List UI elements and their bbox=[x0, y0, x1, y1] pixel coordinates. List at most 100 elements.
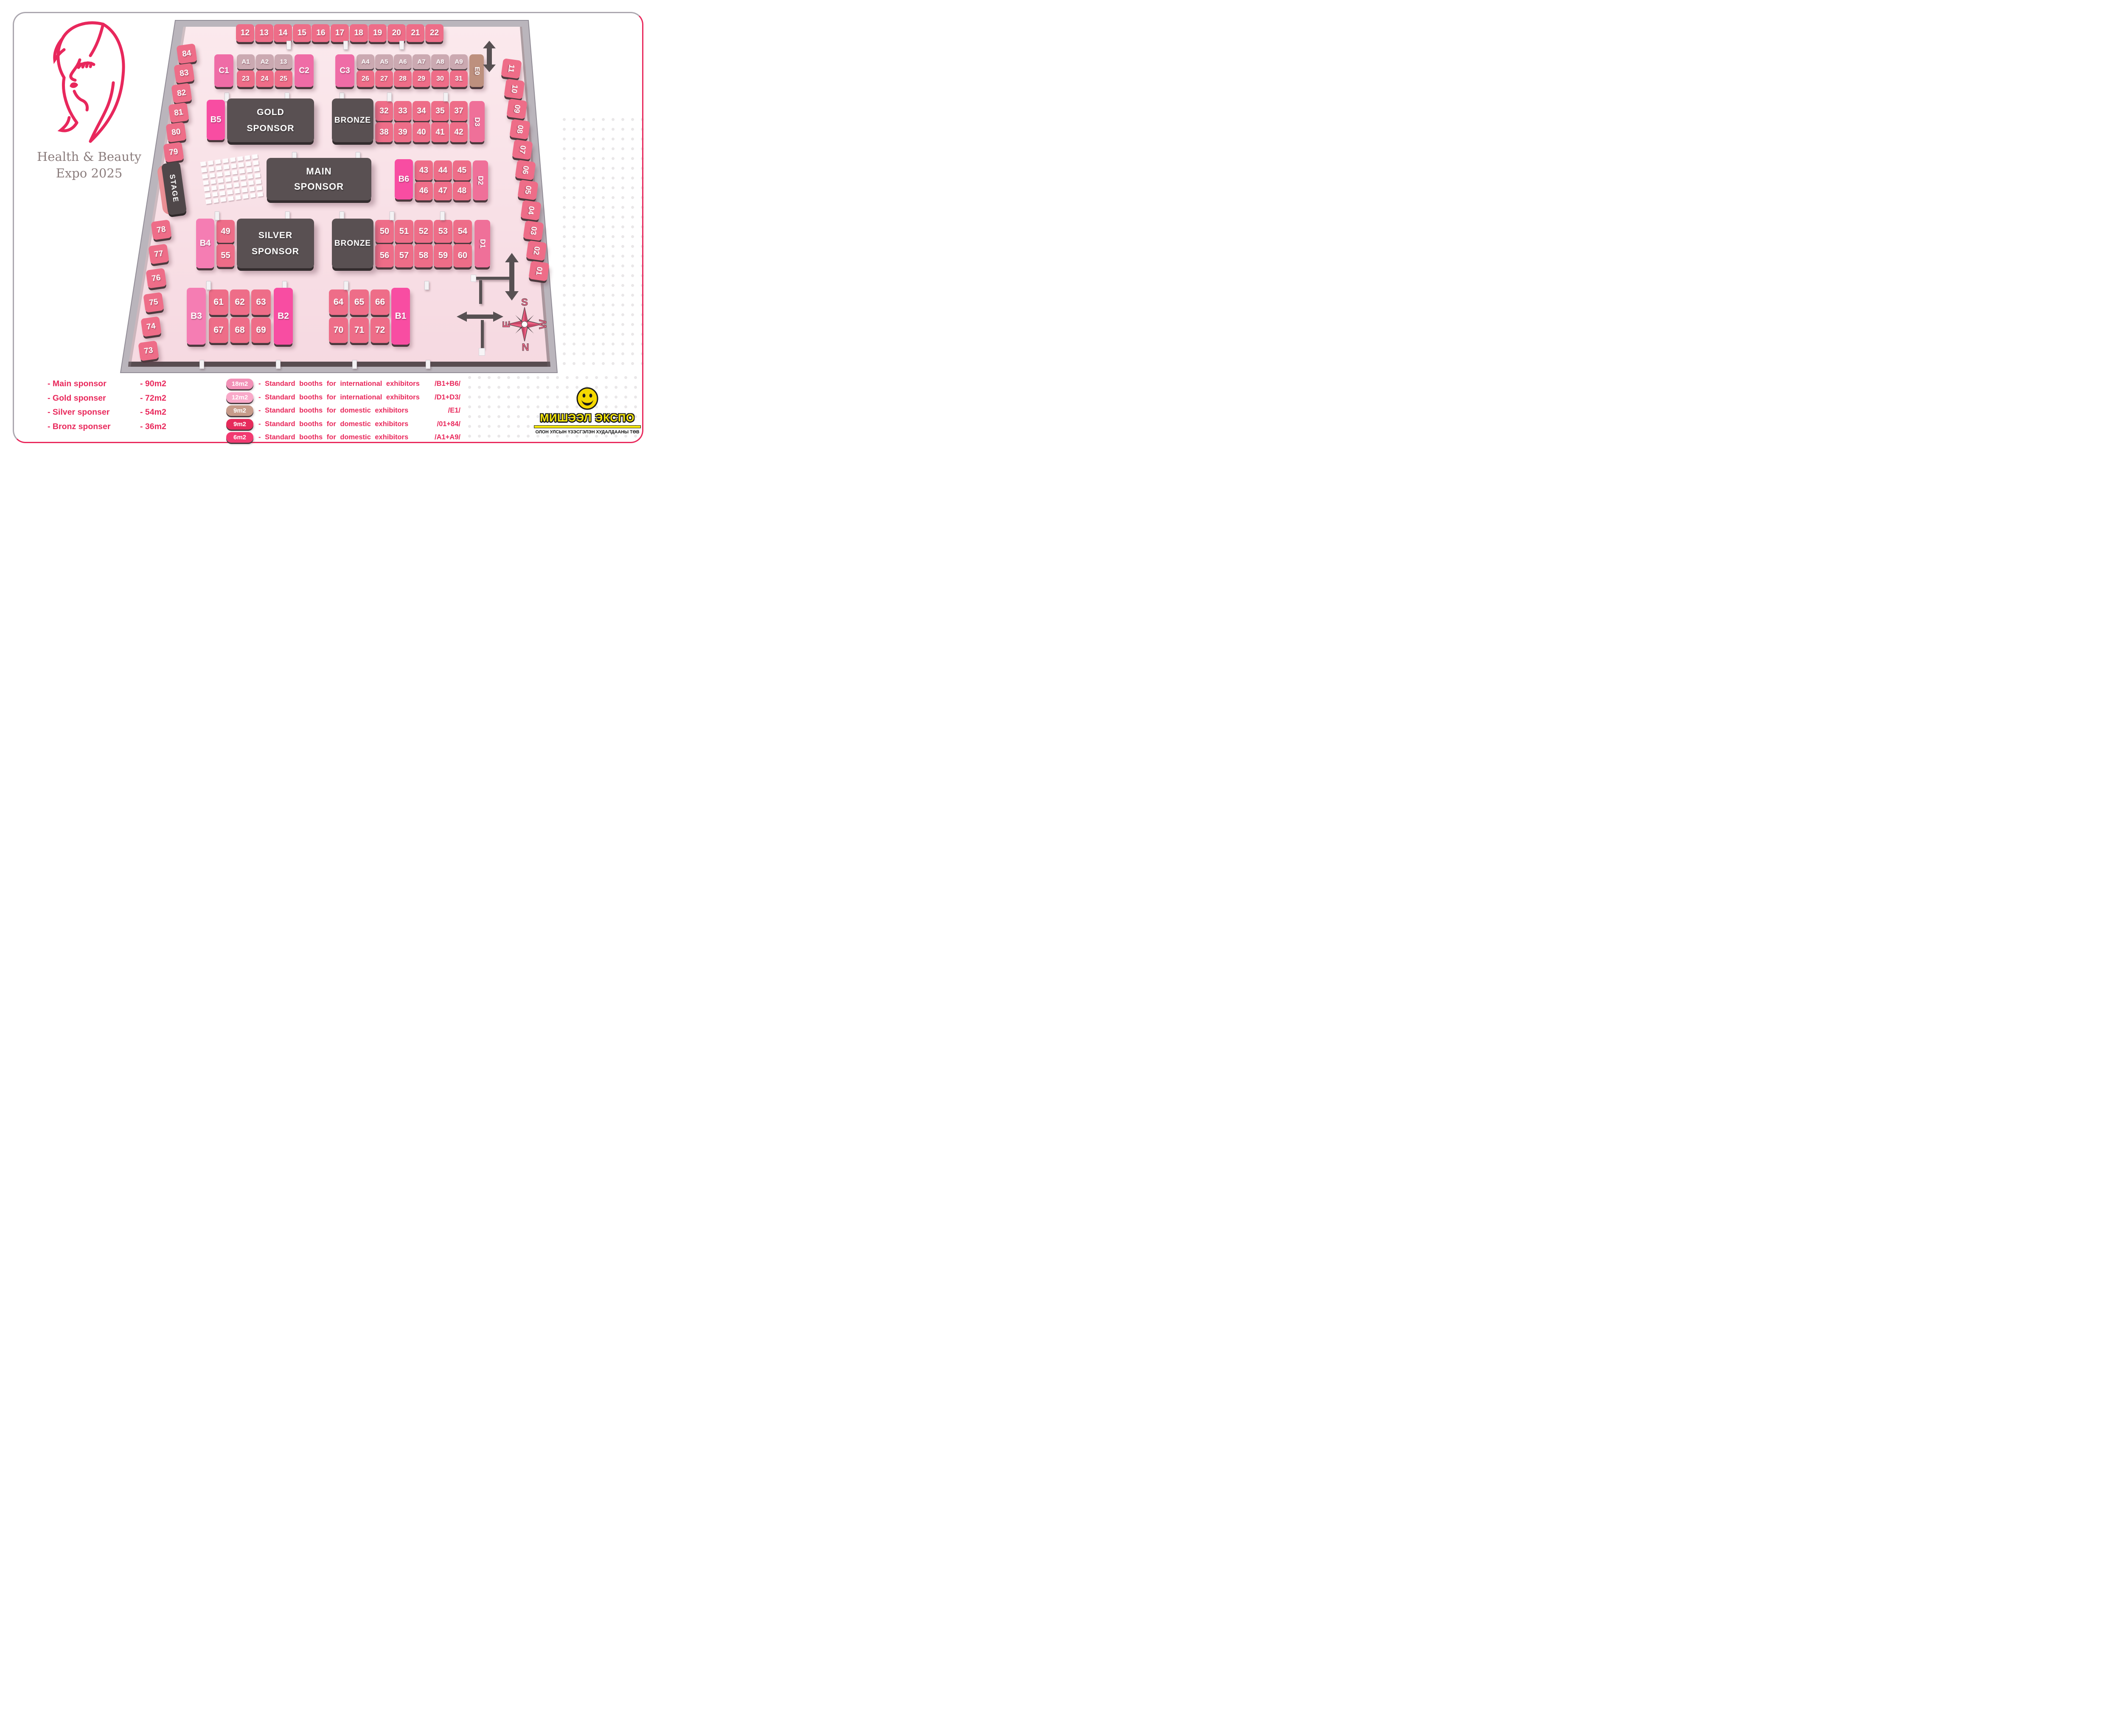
booth-23: 23 bbox=[237, 70, 255, 87]
booth-legend-swatch: 12m2 bbox=[226, 392, 253, 403]
seat bbox=[230, 163, 237, 169]
seat bbox=[238, 162, 244, 168]
seat bbox=[232, 176, 239, 181]
booth-D3: D3 bbox=[469, 101, 485, 142]
booth-37: 37 bbox=[450, 101, 468, 121]
seat bbox=[227, 196, 234, 201]
booth-34: 34 bbox=[413, 101, 430, 121]
smiley-icon bbox=[576, 387, 598, 410]
booth-82: 82 bbox=[171, 82, 192, 104]
seat bbox=[205, 199, 212, 204]
booth-legend-swatch: 9m2 bbox=[226, 405, 253, 416]
booth-44: 44 bbox=[434, 160, 452, 180]
seat bbox=[237, 156, 243, 161]
booth-legend-row: 18m2- Standard booths for international … bbox=[226, 379, 460, 389]
seat bbox=[212, 192, 218, 197]
dot-pattern bbox=[465, 373, 643, 444]
gold-sponsor-block: GOLD SPONSOR bbox=[227, 98, 314, 142]
seat bbox=[244, 155, 251, 160]
seat bbox=[202, 174, 208, 179]
seat bbox=[218, 184, 225, 190]
booth-legend-text: - Standard booths for international exhi… bbox=[258, 380, 420, 388]
booth-49: 49 bbox=[216, 220, 235, 243]
booth-B5: B5 bbox=[207, 100, 225, 140]
booth-50: 50 bbox=[375, 220, 394, 243]
seat bbox=[248, 180, 254, 185]
wall-post bbox=[440, 211, 445, 220]
booth-40: 40 bbox=[413, 122, 430, 142]
entrance-arrow bbox=[483, 41, 496, 72]
booth-54: 54 bbox=[453, 220, 472, 243]
seat bbox=[249, 186, 255, 192]
booth-33: 33 bbox=[394, 101, 412, 121]
booth-14: 14 bbox=[274, 24, 292, 42]
interior-wall bbox=[481, 320, 484, 349]
booth-32: 32 bbox=[375, 101, 393, 121]
booth-13: 13 bbox=[275, 54, 292, 69]
booth-43: 43 bbox=[415, 160, 433, 180]
flow-arrow-vertical bbox=[505, 253, 519, 301]
booth-legend-text: - Standard booths for domestic exhibitor… bbox=[258, 420, 409, 428]
booth-A4: A4 bbox=[356, 54, 374, 69]
booth-22: 22 bbox=[425, 24, 443, 42]
seat bbox=[245, 161, 252, 166]
booth-45: 45 bbox=[453, 160, 471, 180]
booth-83: 83 bbox=[174, 63, 195, 84]
page-border bbox=[13, 12, 643, 443]
booth-09: 09 bbox=[506, 98, 528, 120]
wall-post bbox=[276, 360, 281, 369]
wall-post bbox=[286, 41, 291, 50]
seat bbox=[235, 195, 241, 200]
svg-text:E: E bbox=[501, 321, 512, 328]
booth-B6: B6 bbox=[395, 159, 413, 199]
booth-legend-text: - Standard booths for domestic exhibitor… bbox=[258, 433, 409, 441]
booth-size-legend: 18m2- Standard booths for international … bbox=[226, 379, 460, 446]
sponsor-legend-size: - 72m2 bbox=[140, 393, 166, 403]
seating-area bbox=[200, 154, 264, 204]
seat bbox=[246, 168, 253, 173]
booth-legend-row: 6m2- Standard booths for domestic exhibi… bbox=[226, 432, 460, 443]
booth-80: 80 bbox=[166, 122, 187, 143]
booth-27: 27 bbox=[375, 70, 393, 87]
booth-D2: D2 bbox=[473, 160, 488, 200]
booth-06: 06 bbox=[514, 159, 536, 180]
wall-post bbox=[344, 281, 348, 290]
bronze-block-south: BRONZE bbox=[332, 219, 373, 268]
seat bbox=[216, 171, 223, 177]
booth-78: 78 bbox=[151, 219, 172, 240]
seat bbox=[226, 183, 232, 188]
booth-legend-code: /B1+B6/ bbox=[435, 380, 460, 388]
wall-post bbox=[199, 360, 204, 369]
gold-sponsor-line2: SPONSOR bbox=[247, 123, 295, 133]
woman-face-icon bbox=[53, 21, 125, 143]
seat bbox=[204, 186, 210, 192]
organizer-name: МИШЭЭЛ ЭКСПО bbox=[540, 412, 635, 424]
booth-74: 74 bbox=[140, 316, 162, 337]
seat bbox=[234, 188, 240, 194]
booth-B3: B3 bbox=[187, 288, 206, 345]
booth-07: 07 bbox=[512, 139, 533, 160]
booth-31: 31 bbox=[450, 70, 468, 87]
booth-47: 47 bbox=[434, 182, 452, 200]
booth-legend-row: 9m2- Standard booths for domestic exhibi… bbox=[226, 419, 460, 430]
booth-38: 38 bbox=[375, 122, 393, 142]
booth-69: 69 bbox=[251, 317, 271, 343]
booth-03: 03 bbox=[523, 220, 544, 241]
booth-A6: A6 bbox=[394, 54, 412, 69]
booth-62: 62 bbox=[230, 289, 250, 315]
seat bbox=[223, 164, 230, 170]
seat bbox=[241, 188, 248, 193]
booth-05: 05 bbox=[517, 180, 539, 201]
booth-75: 75 bbox=[143, 292, 164, 313]
wall-post bbox=[399, 41, 404, 50]
booth-30: 30 bbox=[431, 70, 449, 87]
booth-55: 55 bbox=[216, 244, 235, 267]
booth-53: 53 bbox=[434, 220, 452, 243]
flow-arrow-horizontal bbox=[457, 312, 503, 322]
booth-legend-text: - Standard booths for domestic exhibitor… bbox=[258, 407, 409, 414]
booth-28: 28 bbox=[394, 70, 412, 87]
seat bbox=[215, 159, 221, 164]
booth-67: 67 bbox=[209, 317, 228, 343]
booth-66: 66 bbox=[371, 289, 390, 315]
booth-39: 39 bbox=[394, 122, 412, 142]
